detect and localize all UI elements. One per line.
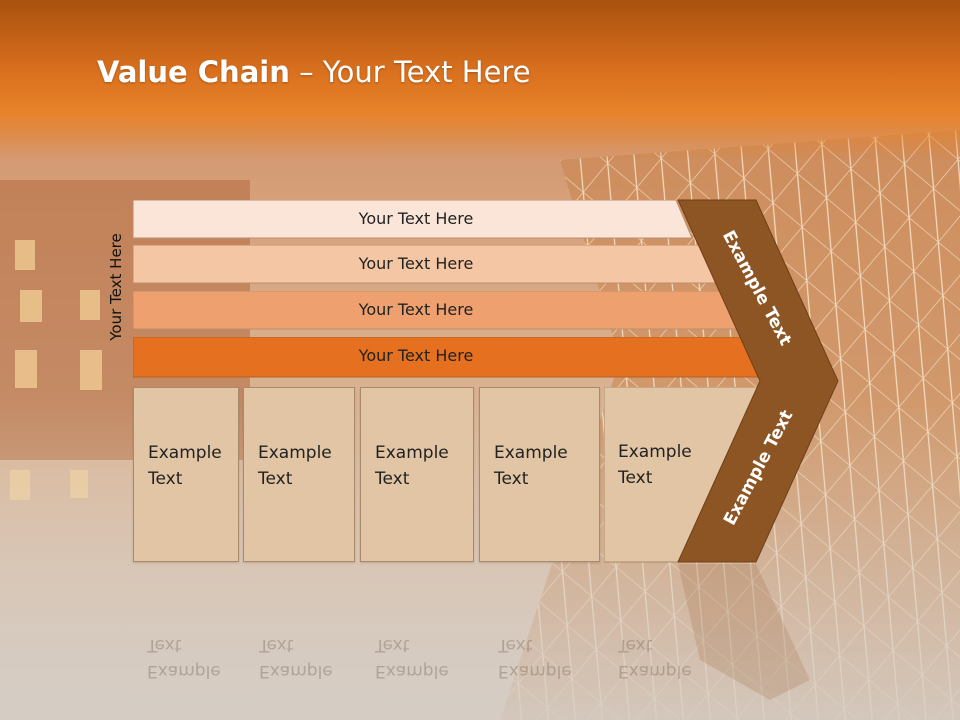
support-row-label: Your Text Here <box>358 254 474 273</box>
reflection-label: Example Text <box>618 635 692 681</box>
primary-box-1: Example Text <box>133 387 239 562</box>
reflection-label: Example Text <box>498 635 572 681</box>
reflection-label: Example Text <box>147 635 221 681</box>
primary-box-4: Example Text <box>479 387 600 562</box>
primary-box-label: Example Text <box>494 443 568 489</box>
title-bold: Value Chain <box>97 55 290 89</box>
support-row-label: Your Text Here <box>358 346 474 365</box>
primary-box-2: Example Text <box>243 387 355 562</box>
support-row-label: Your Text Here <box>358 209 474 228</box>
reflection-label: Example Text <box>375 635 449 681</box>
primary-box-label: Example Text <box>258 443 332 489</box>
slide-title: Value Chain – Your Text Here <box>97 55 531 89</box>
header-band <box>0 0 960 160</box>
primary-box-label: Example Text <box>618 442 692 488</box>
reflection-label: Example Text <box>259 635 333 681</box>
vertical-label: Your Text Here <box>107 233 125 341</box>
support-row-label: Your Text Here <box>358 300 474 319</box>
primary-box-label: Example Text <box>148 443 222 489</box>
primary-box-label: Example Text <box>375 443 449 489</box>
title-rest: – Your Text Here <box>289 55 531 89</box>
primary-box-3: Example Text <box>360 387 474 562</box>
